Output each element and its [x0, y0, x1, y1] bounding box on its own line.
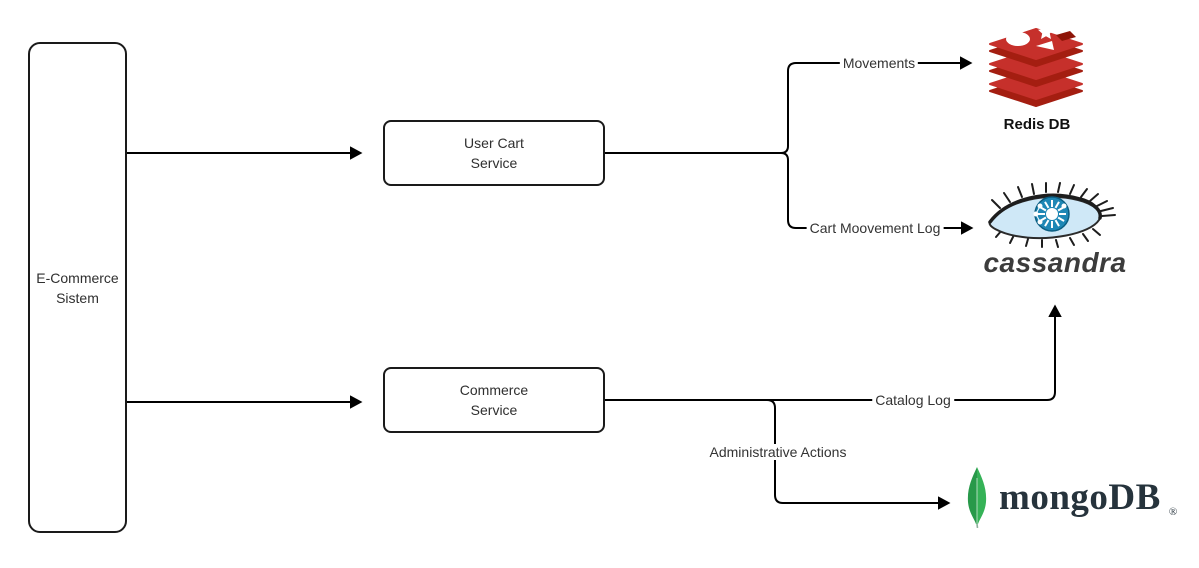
- edge-label-administrative-actions: Administrative Actions: [706, 444, 850, 460]
- edge-label-cart-moovement-log: Cart Moovement Log: [806, 220, 944, 236]
- node-ecommerce-label-line2: Sistem: [56, 289, 99, 306]
- edge-cataloglog-to-cassandra: [601, 304, 1062, 401]
- mongodb-registered-mark: ®: [1168, 506, 1178, 518]
- redis-db-caption: Redis DB: [1003, 116, 1071, 133]
- node-ecommerce-system: E-Commerce Sistem: [28, 42, 127, 533]
- mongodb-leaf-icon: [967, 467, 987, 528]
- node-commerce-service: Commerce Service: [383, 367, 605, 433]
- mongodb-logo: mongoDB ®: [962, 466, 1177, 528]
- edge-movements-to-redis: [780, 56, 973, 154]
- node-user-cart-label-line1: User Cart: [464, 135, 524, 151]
- edge-label-catalog-log: Catalog Log: [872, 392, 954, 408]
- redis-db-icon: [989, 24, 1083, 107]
- node-user-cart-label-line2: Service: [470, 155, 518, 171]
- mongodb-wordmark: mongoDB: [999, 476, 1161, 518]
- node-user-cart-service: User Cart Service: [383, 120, 605, 186]
- redis-top-decorations: [1006, 24, 1076, 50]
- cassandra-eye-icon: [988, 182, 1116, 248]
- node-commerce-label-line2: Service: [470, 402, 518, 418]
- edge-adminactions-to-mongodb: [766, 399, 951, 510]
- edge-cartlog-to-cassandra: [780, 152, 974, 235]
- node-ecommerce-label-line1: E-Commerce: [36, 269, 119, 286]
- cassandra-constellation: [1033, 203, 1067, 225]
- cassandra-wordmark: cassandra: [983, 247, 1127, 278]
- edge-label-movements: Movements: [839, 55, 919, 71]
- node-commerce-label-line1: Commerce: [459, 382, 529, 398]
